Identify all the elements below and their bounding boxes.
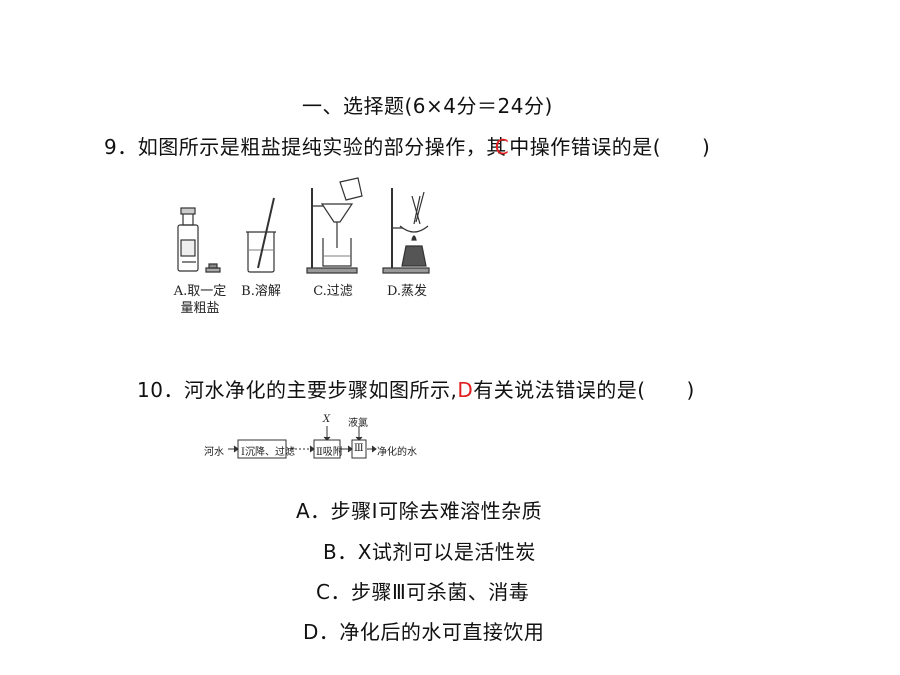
question-9-answer: C [494, 135, 510, 159]
question-10-answer: D [457, 378, 474, 402]
option-d: D．净化后的水可直接饮用 [303, 620, 545, 644]
flow-step3-label: Ⅲ [354, 443, 364, 454]
option-a: A．步骤Ⅰ可除去难溶性杂质 [296, 499, 543, 523]
flow-start-label: 河水 [204, 447, 224, 458]
flow-end-label: 净化的水 [377, 447, 417, 458]
question-9-text-end: 中操作错误的是( ) [509, 135, 711, 159]
option-c: C．步骤Ⅲ可杀菌、消毒 [316, 580, 530, 604]
figure-label-a: A.取一定 量粗盐 [168, 283, 232, 317]
figure-label-d: D.蒸发 [386, 284, 428, 299]
question-10-text-end: 有关说法错误的是( ) [473, 378, 695, 402]
figure-label-a-line2: 量粗盐 [180, 301, 220, 316]
flow-step1-label: Ⅰ沉降、过滤 [241, 447, 295, 458]
figure-label-a-line1: A.取一定 [173, 284, 227, 299]
flow-x-label: X [323, 414, 331, 425]
question-9: 9．如图所示是粗盐提纯实验的部分操作，其C中操作错误的是( ) [104, 131, 710, 160]
question-10-text: 10．河水净化的主要步骤如图所示, [137, 378, 458, 402]
flow-chlorine-label: 液氯 [348, 418, 368, 429]
figure-label-b: B.溶解 [241, 284, 281, 299]
option-b: B．X试剂可以是活性炭 [323, 540, 536, 564]
filtration-stand-icon [306, 177, 363, 274]
evaporation-stand-icon [382, 188, 430, 274]
section-title: 一、选择题(6×4分＝24分) [302, 94, 553, 118]
flow-step2-label: Ⅱ吸附 [316, 447, 343, 458]
reagent-bottle-icon [177, 207, 221, 273]
question-9-text: 9．如图所示是粗盐提纯实验的部分操作，其 [104, 135, 507, 159]
question-10: 10．河水净化的主要步骤如图所示,D有关说法错误的是( ) [137, 374, 695, 403]
figure-label-c: C.过滤 [313, 284, 353, 299]
beaker-icon [246, 197, 276, 273]
